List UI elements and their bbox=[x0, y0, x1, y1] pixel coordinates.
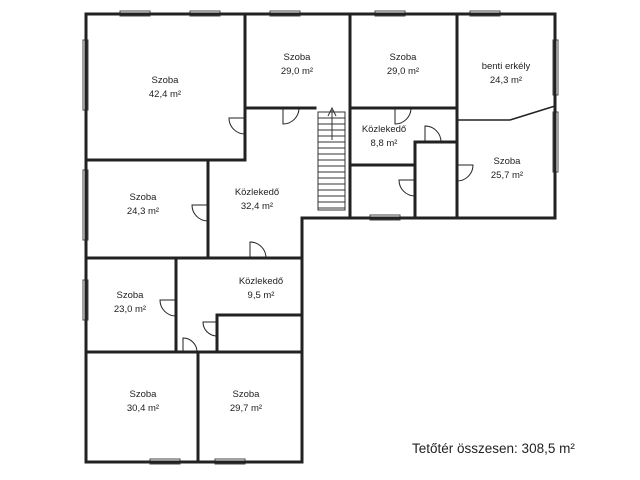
room-area: 42,4 m² bbox=[149, 89, 181, 100]
room-name: Közlekedő bbox=[239, 276, 283, 287]
room-area: 32,4 m² bbox=[241, 201, 273, 212]
room-name: Szoba bbox=[233, 389, 261, 400]
room-labels: Szoba 42,4 m² Szoba 29,0 m² Szoba 29,0 m… bbox=[114, 52, 531, 414]
room-area: 25,7 m² bbox=[491, 170, 523, 181]
stair-arrow bbox=[327, 106, 337, 140]
room-name: benti erkély bbox=[482, 61, 531, 72]
room-name: Közlekedő bbox=[235, 187, 279, 198]
total-area-label: Tetőtér összesen: 308,5 m² bbox=[412, 441, 575, 456]
room-name: Szoba bbox=[390, 52, 418, 63]
door-swing bbox=[249, 241, 267, 259]
door-swing bbox=[228, 117, 246, 135]
door-swing bbox=[282, 107, 300, 125]
room-area: 8,8 m² bbox=[371, 138, 398, 149]
door-swing bbox=[424, 125, 442, 143]
room-area: 23,0 m² bbox=[114, 304, 146, 315]
wall bbox=[509, 105, 556, 121]
room-area: 30,4 m² bbox=[127, 403, 159, 414]
door-swing bbox=[202, 321, 218, 337]
room-name: Szoba bbox=[494, 156, 522, 167]
room-area: 9,5 m² bbox=[248, 290, 275, 301]
door-swing bbox=[394, 107, 412, 125]
door-swing bbox=[182, 337, 198, 353]
room-name: Szoba bbox=[130, 192, 158, 203]
room-name: Közlekedő bbox=[362, 124, 406, 135]
room-area: 29,0 m² bbox=[387, 66, 419, 77]
room-area: 29,7 m² bbox=[230, 403, 262, 414]
room-area: 24,3 m² bbox=[490, 75, 522, 86]
room-name: Szoba bbox=[284, 52, 312, 63]
door-swing bbox=[191, 204, 209, 222]
room-area: 29,0 m² bbox=[281, 66, 313, 77]
doors bbox=[159, 107, 474, 353]
door-swing bbox=[159, 299, 177, 317]
room-name: Szoba bbox=[117, 290, 145, 301]
door-swing bbox=[456, 164, 474, 182]
room-name: Szoba bbox=[130, 389, 158, 400]
room-area: 24,3 m² bbox=[127, 206, 159, 217]
staircase bbox=[317, 111, 346, 211]
door-swing bbox=[398, 179, 416, 197]
room-name: Szoba bbox=[152, 75, 180, 86]
outer-wall bbox=[84, 12, 557, 464]
